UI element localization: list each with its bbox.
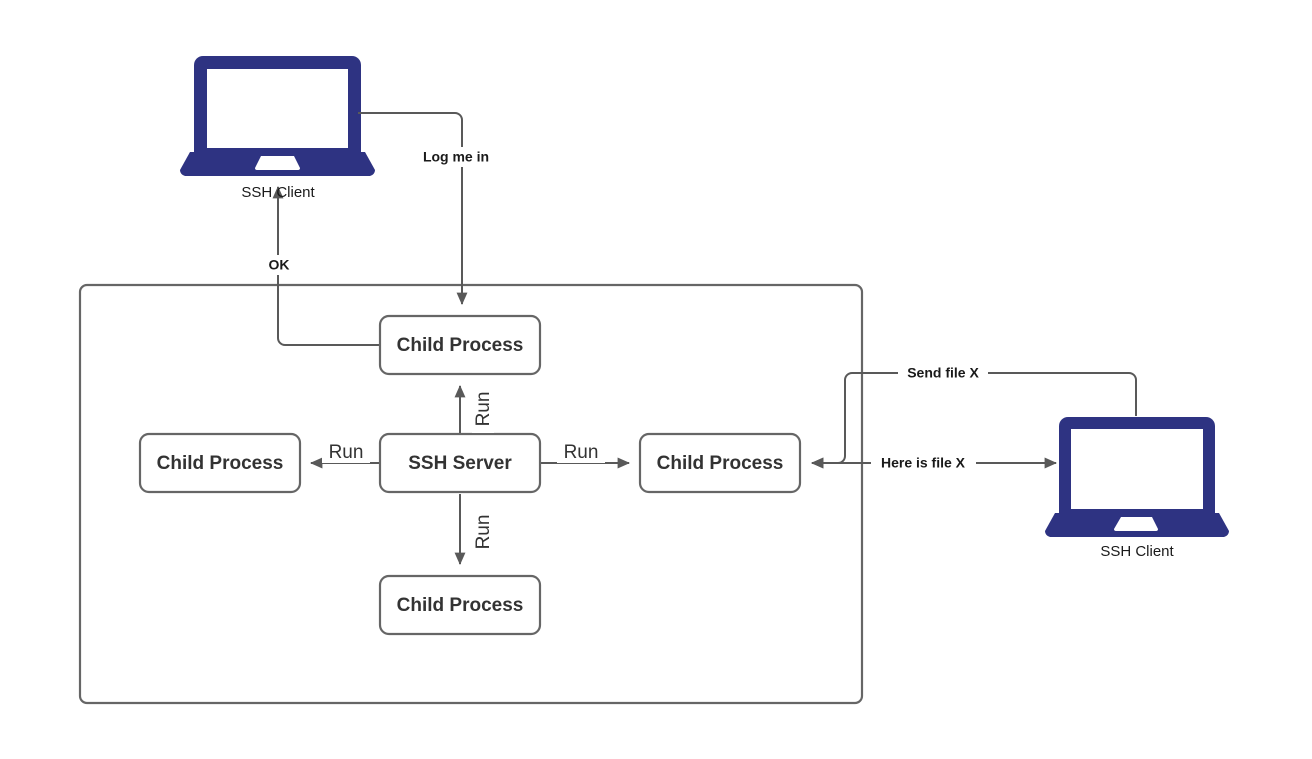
node-child-process-right-label: Child Process xyxy=(657,453,784,474)
laptop-notch-right xyxy=(1114,517,1158,531)
edge-label-run-down-text: Run xyxy=(473,515,494,550)
node-child-process-top[interactable]: Child Process xyxy=(378,314,542,376)
edge-label-run-down: Run xyxy=(472,508,494,556)
laptop-top xyxy=(179,56,376,176)
node-child-process-left-label: Child Process xyxy=(157,453,284,474)
node-child-process-bottom[interactable]: Child Process xyxy=(378,574,542,636)
node-child-process-bottom-box[interactable] xyxy=(378,574,542,636)
node-child-process-right[interactable]: Child Process xyxy=(638,432,802,494)
edge-label-ok: OK xyxy=(262,255,296,275)
laptop-screen-inner-top xyxy=(207,69,348,148)
edge-label-run-right: Run xyxy=(557,441,605,463)
node-child-process-right-box[interactable] xyxy=(638,432,802,494)
laptop-screen-inner-right xyxy=(1071,429,1203,509)
node-ssh-server-label: SSH Server xyxy=(408,453,512,474)
node-ssh-server-box[interactable] xyxy=(378,432,542,494)
node-child-process-left-box[interactable] xyxy=(138,432,302,494)
edge-label-run-up: Run xyxy=(472,385,494,433)
edge-log-me-in xyxy=(358,112,468,305)
edge-label-here-is-file-x-text: Here is file X xyxy=(881,455,966,471)
node-child-process-bottom-label: Child Process xyxy=(397,595,524,616)
node-ssh-server[interactable]: SSH Server xyxy=(378,432,542,494)
ssh-server-container xyxy=(78,283,864,705)
edge-label-log-me-in-text: Log me in xyxy=(423,149,489,165)
edge-label-ok-text: OK xyxy=(269,257,290,273)
node-child-process-left[interactable]: Child Process xyxy=(138,432,302,494)
node-child-process-top-label: Child Process xyxy=(397,335,524,356)
edge-send-file-x xyxy=(811,372,1137,469)
device-label-ssh-client-right: SSH Client xyxy=(1100,543,1174,560)
edge-label-run-left: Run xyxy=(322,441,370,463)
edge-label-here-is-file-x: Here is file X xyxy=(871,453,976,473)
edge-ok xyxy=(272,186,379,346)
edge-label-log-me-in: Log me in xyxy=(416,147,494,167)
laptop-right xyxy=(1044,417,1230,537)
node-child-process-top-box[interactable] xyxy=(378,314,542,376)
device-label-ssh-client-top: SSH Client xyxy=(241,184,315,201)
edge-label-run-left-text: Run xyxy=(329,442,364,463)
edge-label-send-file-x-text: Send file X xyxy=(907,365,979,381)
edge-label-send-file-x: Send file X xyxy=(898,363,988,383)
edge-label-run-right-text: Run xyxy=(564,442,599,463)
laptop-notch-top xyxy=(255,156,300,170)
edge-label-run-up-text: Run xyxy=(473,392,494,427)
